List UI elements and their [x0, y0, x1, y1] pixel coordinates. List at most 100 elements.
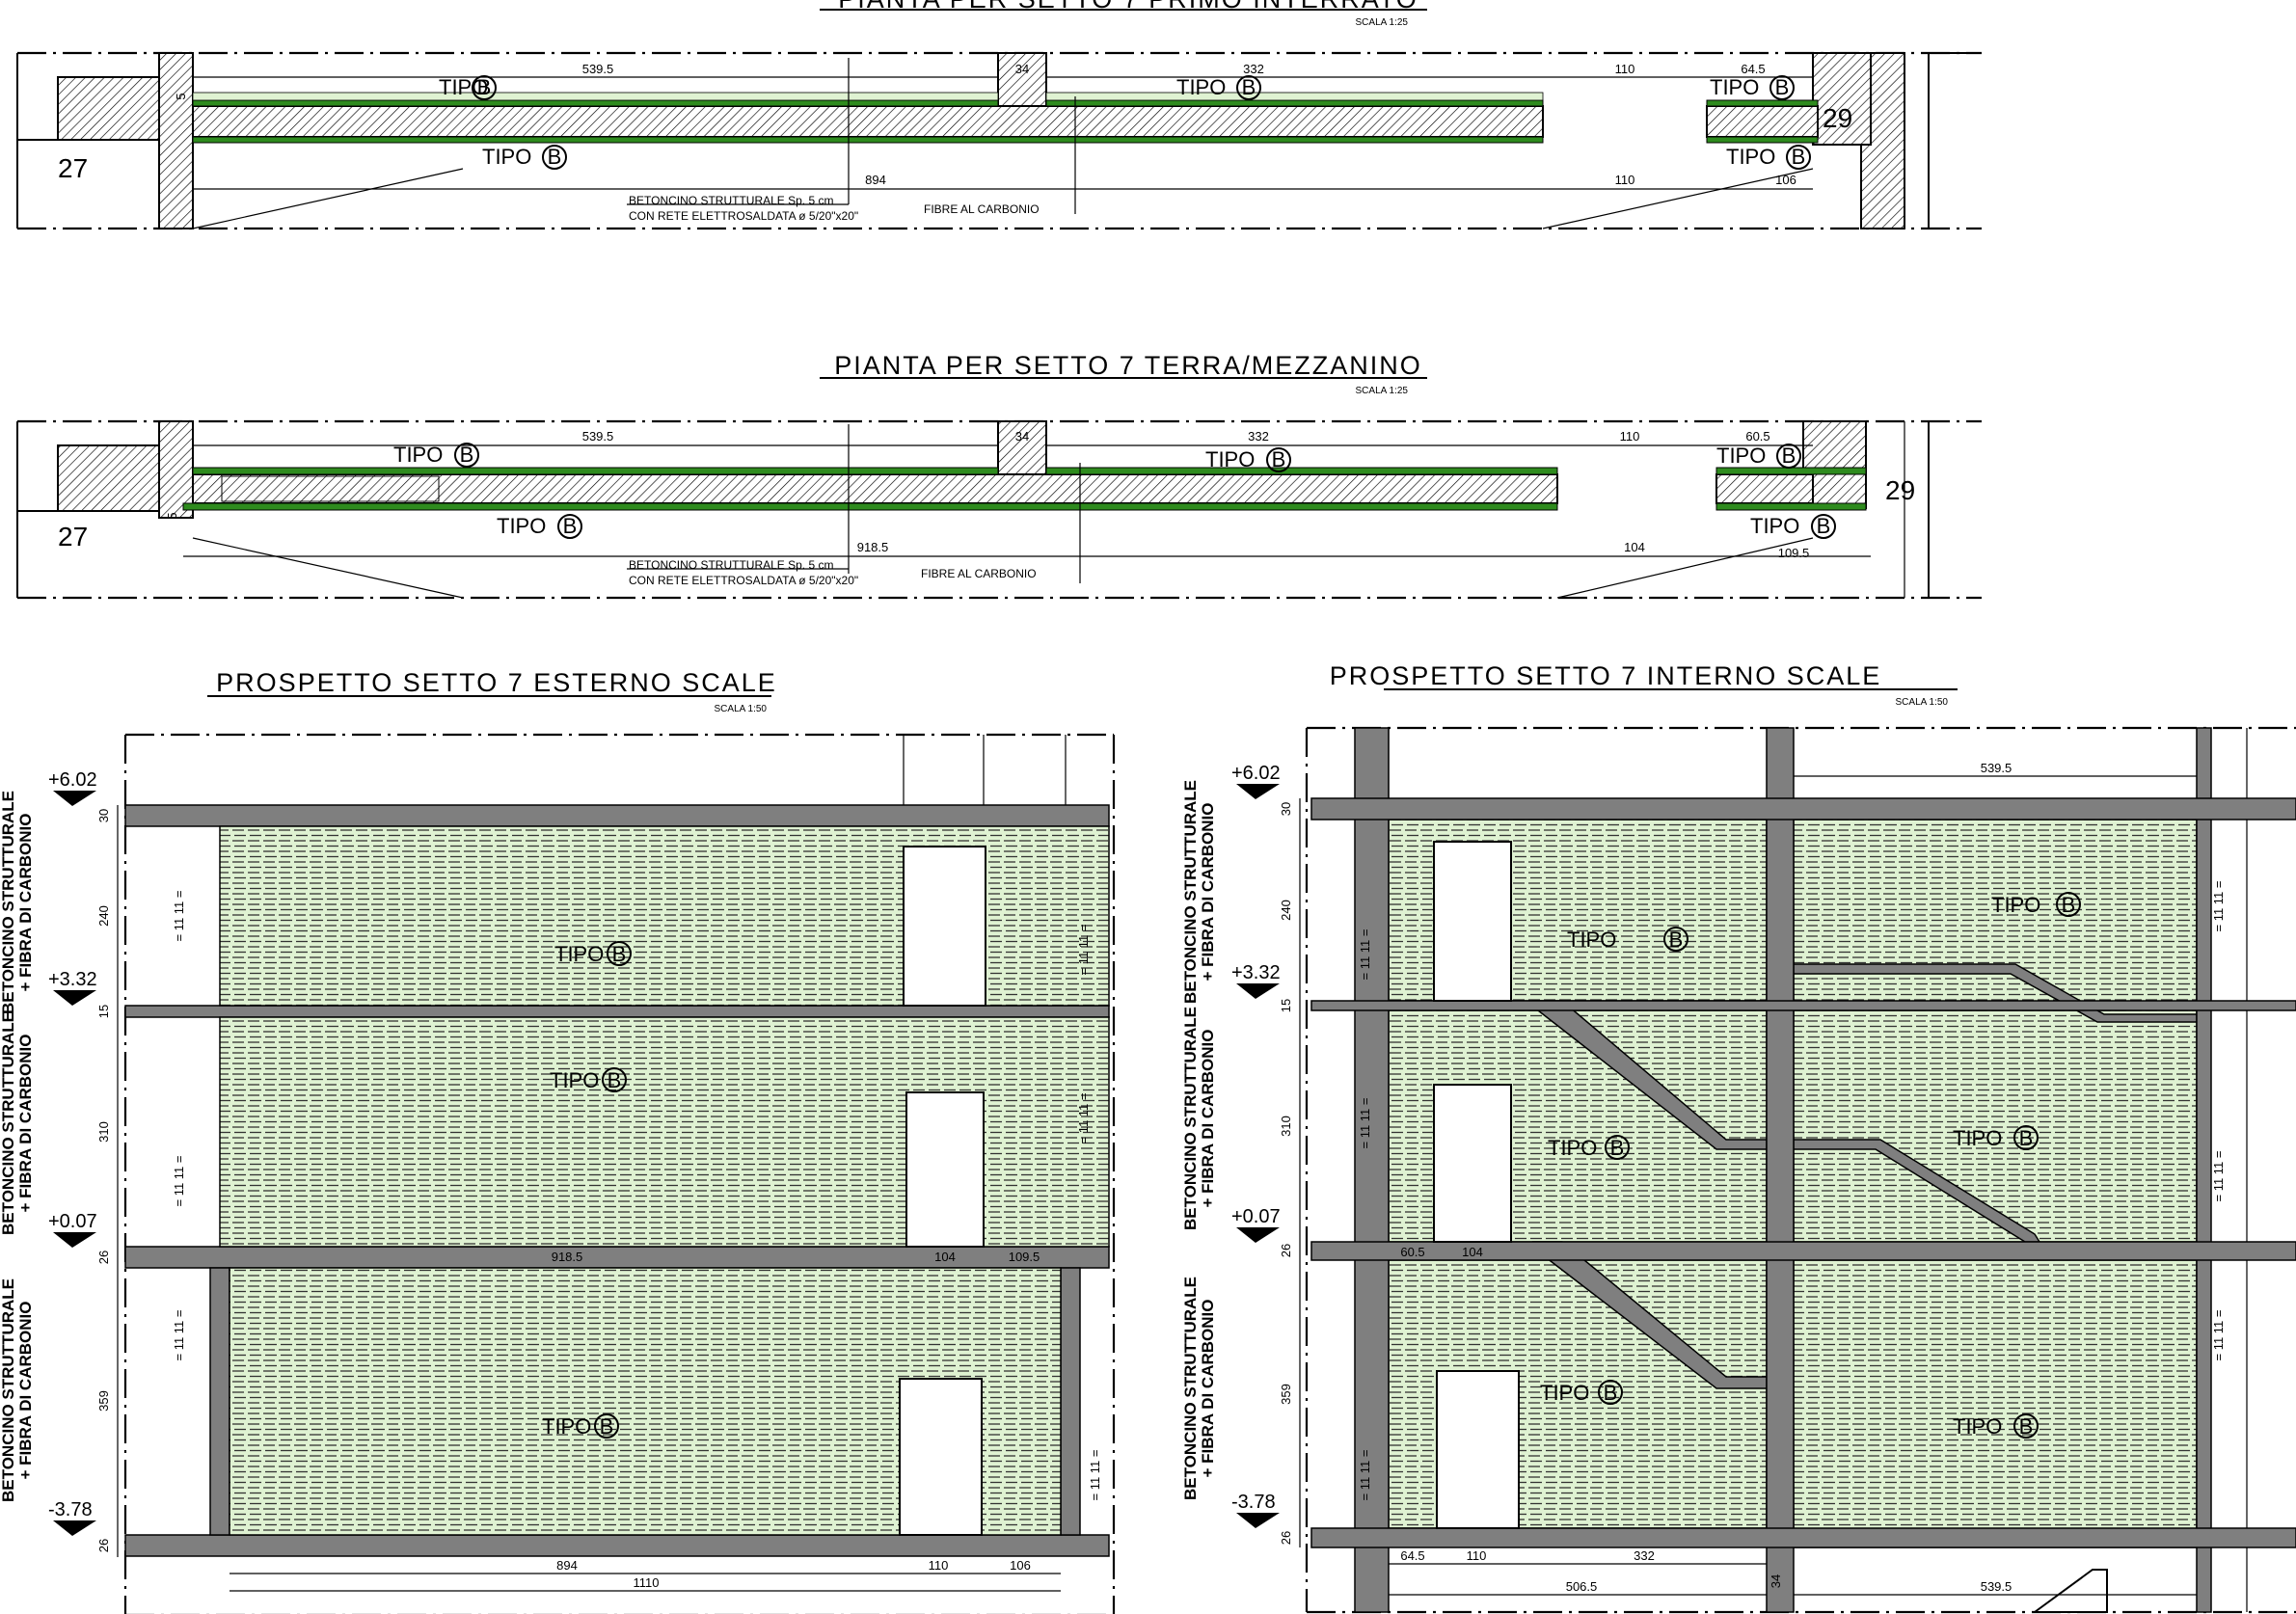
plan-top-dim-6: 894 — [865, 173, 886, 187]
elev-left-side-3a: BETONCINO STRUTTURALE — [0, 1278, 17, 1502]
elev-left-h-3: 15 — [96, 1005, 111, 1018]
elev-right-gap-dim: 34 — [1769, 1574, 1783, 1588]
elev-right-h-5: 26 — [1279, 1244, 1293, 1257]
plan-mid-dim-7: 104 — [1624, 540, 1645, 554]
elev-right-bot-dim-1: 64.5 — [1400, 1548, 1424, 1563]
plan-top-tipo-3: TIPO — [1710, 75, 1759, 99]
elev-right-tipo-3: TIPO — [1548, 1136, 1597, 1160]
plan-top-tipo-2-letter: B — [1242, 75, 1256, 99]
elev-right-tipo-3-letter: B — [1610, 1136, 1625, 1160]
elev-right-hatch-2: = 11 11 = — [2211, 880, 2226, 931]
elev-right-hatch-5: = 11 11 = — [1358, 1449, 1372, 1500]
elevation-interno-scale: PROSPETTO SETTO 7 INTERNO SCALE SCALA 1:… — [1181, 661, 2296, 1614]
elev-left-tipo-1: TIPO — [554, 942, 604, 966]
elev-right-side-2b: + FIBRA DI CARBONIO — [1199, 1030, 1217, 1208]
plan-mid-scale: SCALA 1:25 — [1356, 386, 1409, 396]
elev-right-side-1b: + FIBRA DI CARBONIO — [1199, 803, 1217, 982]
plan-top-tipo-2: TIPO — [1176, 75, 1226, 99]
plan-top-title: PIANTA PER SETTO 7 PRIMO INTERRATO — [838, 0, 1418, 13]
elev-left-level-4: -3.78 — [48, 1499, 93, 1520]
plan-top-note-rete: CON RETE ELETTROSALDATA ø 5/20"x20" — [629, 209, 858, 223]
elev-right-tipo-6-letter: B — [2019, 1414, 2034, 1439]
elev-right-h-4: 310 — [1279, 1116, 1293, 1137]
elev-left-tipo-2-letter: B — [608, 1068, 622, 1092]
elev-right-level-1: +6.02 — [1231, 763, 1281, 784]
elev-right-hatch-6: = 11 11 = — [2211, 1309, 2226, 1360]
elev-right-hatch-1: = 11 11 = — [1358, 928, 1372, 980]
elevation-esterno-scale: PROSPETTO SETTO 7 ESTERNO SCALE SCALA 1:… — [0, 668, 1116, 1614]
plan-top-tipo-4: TIPO — [482, 145, 531, 169]
elev-left-hatch-4: = 11 11 = — [1076, 1092, 1091, 1143]
plan-top-note-fibre: FIBRE AL CARBONIO — [924, 202, 1040, 216]
elev-left-total-dim: 1110 — [634, 1575, 660, 1590]
elev-left-level-1: +6.02 — [48, 769, 97, 791]
plan-mid-tipo-3: TIPO — [1716, 444, 1766, 468]
plan-mid-tipo-4: TIPO — [497, 514, 546, 538]
plan-primo-interrato: PIANTA PER SETTO 7 PRIMO INTERRATO SCALA… — [16, 0, 1982, 230]
elev-left-h-1: 30 — [96, 809, 111, 822]
plan-mid-room-27: 27 — [58, 522, 88, 551]
elev-left-hatch-3: = 11 11 = — [172, 1155, 186, 1206]
elev-right-bot-dim-2: 110 — [1467, 1548, 1487, 1563]
elev-left-tipo-2: TIPO — [550, 1068, 599, 1092]
elev-right-tipo-5: TIPO — [1540, 1381, 1589, 1405]
plan-top-tipo-3-letter: B — [1775, 75, 1790, 99]
elev-left-hatch-2: = 11 11 = — [1076, 924, 1091, 975]
elev-left-h-5: 26 — [96, 1251, 111, 1264]
plan-mid-note-betoncino: BETONCINO STRUTTURALE Sp. 5 cm — [629, 558, 833, 572]
elev-left-hatch-5: = 11 11 = — [172, 1309, 186, 1360]
plan-mid-tipo-5: TIPO — [1750, 514, 1799, 538]
elev-left-side-2a: BETONCINO STRUTTURALE — [0, 1011, 17, 1235]
plan-top-tipo-4-letter: B — [548, 145, 562, 169]
plan-top-dim-4: 110 — [1615, 62, 1635, 76]
elev-right-side-2a: BETONCINO STRUTTURALE — [1181, 1007, 1200, 1230]
elev-right-mid-dim-2: 104 — [1462, 1245, 1483, 1259]
elev-right-level-3: +0.07 — [1231, 1206, 1281, 1227]
plan-top-room-27: 27 — [58, 153, 88, 183]
elev-right-level-4: -3.78 — [1231, 1492, 1276, 1513]
elev-left-h-6: 359 — [96, 1390, 111, 1412]
plan-top-note-betoncino: BETONCINO STRUTTURALE Sp. 5 cm — [629, 194, 833, 207]
elev-right-level-2: +3.32 — [1231, 962, 1281, 983]
plan-top-dim-5: 64.5 — [1741, 62, 1765, 76]
plan-top-side-dim: 5 — [174, 93, 188, 99]
plan-terra-mezzanino: PIANTA PER SETTO 7 TERRA/MEZZANINO SCALA… — [16, 351, 1982, 600]
elev-right-scale: SCALA 1:50 — [1896, 697, 1949, 708]
elev-right-tipo-1-letter: B — [1669, 928, 1684, 952]
plan-top-dim-7: 110 — [1615, 173, 1635, 187]
plan-top-room-29: 29 — [1823, 103, 1852, 133]
elev-right-tipo-1: TIPO — [1567, 928, 1616, 952]
plan-top-tipo-1-letter: B — [477, 75, 492, 99]
plan-mid-dim-5: 60.5 — [1745, 429, 1769, 444]
plan-mid-note-rete: CON RETE ELETTROSALDATA ø 5/20"x20" — [629, 574, 858, 587]
elev-left-level-2: +3.32 — [48, 969, 97, 990]
elev-right-h-6: 359 — [1279, 1384, 1293, 1405]
plan-mid-tipo-1: TIPO — [393, 443, 443, 467]
elev-right-tipo-5-letter: B — [1604, 1381, 1618, 1405]
plan-top-dim-1: 539.5 — [582, 62, 614, 76]
elev-left-bot-dim-2: 110 — [929, 1558, 949, 1573]
plan-top-dim-3: 332 — [1243, 62, 1264, 76]
plan-mid-tipo-3-letter: B — [1782, 444, 1796, 468]
plan-mid-title: PIANTA PER SETTO 7 TERRA/MEZZANINO — [834, 351, 1422, 380]
plan-top-tipo-5-letter: B — [1792, 145, 1806, 169]
elev-right-h-2: 240 — [1279, 900, 1293, 921]
elev-right-side-3b: + FIBRA DI CARBONIO — [1199, 1300, 1217, 1478]
plan-mid-room-29: 29 — [1885, 475, 1915, 505]
plan-mid-tipo-4-letter: B — [563, 514, 578, 538]
elev-right-tipo-2: TIPO — [1991, 893, 2040, 917]
plan-top-dim-2: 34 — [1015, 62, 1029, 76]
elev-right-tipo-2-letter: B — [2062, 893, 2076, 917]
elev-left-hatch-1: = 11 11 = — [172, 890, 186, 941]
elev-left-bot-dim-1: 894 — [556, 1558, 578, 1573]
elev-right-h-1: 30 — [1279, 802, 1293, 816]
plan-mid-dim-1: 539.5 — [582, 429, 614, 444]
plan-top-scale: SCALA 1:25 — [1356, 17, 1409, 28]
elev-right-side-3a: BETONCINO STRUTTURALE — [1181, 1277, 1200, 1500]
plan-mid-tipo-2: TIPO — [1205, 447, 1255, 471]
plan-mid-side-dim: 5 — [165, 512, 179, 519]
elev-right-tipo-4: TIPO — [1953, 1126, 2002, 1150]
elev-left-h-2: 240 — [96, 905, 111, 927]
elev-right-h-3: 15 — [1279, 999, 1293, 1012]
